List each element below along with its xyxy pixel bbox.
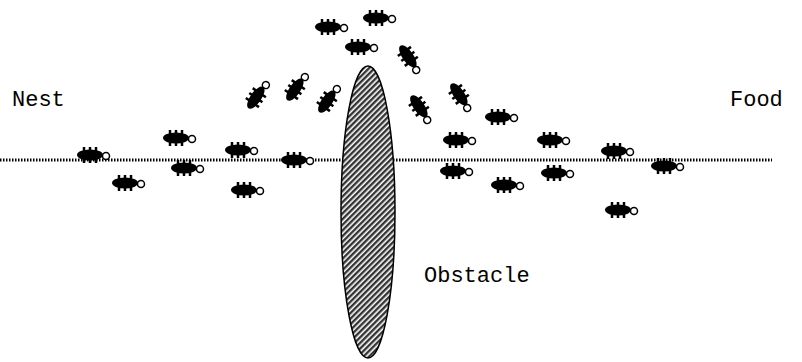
ant-figure bbox=[394, 41, 426, 77]
ant-figure bbox=[281, 69, 313, 105]
ant-figure bbox=[242, 77, 274, 113]
ant-figure bbox=[315, 19, 348, 35]
ant-figure bbox=[345, 39, 378, 55]
text-label: Food bbox=[730, 90, 783, 112]
ant-group bbox=[77, 10, 684, 218]
obstacle-ellipse bbox=[341, 66, 395, 358]
ant-figure bbox=[537, 132, 570, 148]
ant-figure bbox=[651, 158, 684, 174]
ant-figure bbox=[112, 175, 145, 191]
ant-figure bbox=[171, 160, 204, 176]
ant-figure bbox=[225, 142, 258, 158]
ant-figure bbox=[445, 79, 477, 115]
ant-figure bbox=[601, 143, 634, 159]
ant-figure bbox=[605, 202, 638, 218]
ant-figure bbox=[363, 10, 396, 26]
text-label: Nest bbox=[12, 90, 65, 112]
ant-figure bbox=[541, 165, 574, 181]
ant-figure bbox=[485, 109, 518, 125]
ant-figure bbox=[405, 91, 437, 127]
ant-figure bbox=[443, 132, 476, 148]
ant-figure bbox=[231, 182, 264, 198]
ant-figure bbox=[440, 163, 473, 179]
ant-figure bbox=[163, 130, 196, 146]
text-label: Obstacle bbox=[424, 266, 530, 288]
ant-figure bbox=[77, 147, 110, 163]
ant-figure bbox=[313, 81, 345, 117]
ant-figure bbox=[281, 152, 314, 168]
ant-figure bbox=[491, 177, 524, 193]
